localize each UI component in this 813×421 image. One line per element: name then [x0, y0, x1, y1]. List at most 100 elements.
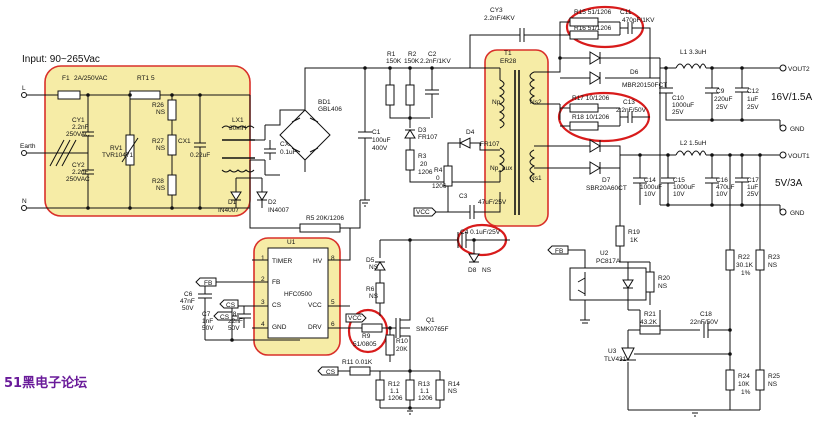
- label-R17: R17 10/1206: [572, 95, 610, 102]
- u1-pin-timer: TIMER: [272, 258, 293, 265]
- label-C8-rating: 50V: [228, 325, 240, 332]
- label-Q1-part: SMK0765F: [416, 326, 449, 333]
- winding-Ns2: Ns2: [530, 99, 542, 106]
- label-R24: R24: [738, 373, 750, 380]
- label-C10: C10: [672, 95, 684, 102]
- label-T1: T1: [504, 50, 512, 57]
- label-CY1: CY1: [72, 117, 85, 124]
- label-R14: R14: [448, 381, 460, 388]
- label-R3-value: 20: [420, 161, 428, 168]
- label-R13-value: 1.1: [420, 388, 429, 395]
- label-CX1: CX1: [178, 138, 191, 145]
- label-R16: R16 51/1206: [574, 25, 612, 32]
- label-R28-value: NS: [156, 185, 166, 192]
- u1-pin-hv: HV: [313, 258, 323, 265]
- resistor-R19: [615, 225, 625, 247]
- label-D4: D4: [466, 129, 475, 136]
- label-CX1-value: 0.22uF: [190, 152, 210, 159]
- label-R10: R10: [396, 338, 408, 345]
- u1-pinnum-5: 5: [331, 299, 335, 306]
- label-R6-value: NS: [369, 293, 379, 300]
- flag-cs-2-label: CS: [220, 314, 230, 321]
- label-R20-value: NS: [658, 283, 668, 290]
- u1-pin-vcc: VCC: [308, 302, 322, 309]
- u1-pinnum-3: 3: [261, 299, 265, 306]
- flag-fb-1-label: FB: [204, 280, 212, 287]
- diode-D8: [468, 253, 480, 263]
- winding-Ns1: Ns1: [530, 175, 542, 182]
- flag-vcc-2: [345, 313, 367, 323]
- u1-pinnum-6: 6: [331, 321, 335, 328]
- terminal-earth: [21, 150, 27, 156]
- resistor-R13: [405, 379, 415, 401]
- resistor-R26: [167, 99, 177, 121]
- terminal-N: [21, 205, 27, 211]
- label-U2-part: PC817A: [596, 258, 621, 265]
- resistor-R9: [361, 323, 383, 333]
- label-R27-value: NS: [156, 145, 166, 152]
- label-Q1: Q1: [426, 317, 435, 324]
- label-R28: R28: [152, 178, 164, 185]
- label-R25-value: NS: [768, 381, 778, 388]
- terminal-L: [21, 92, 27, 98]
- label-R20: R20: [658, 275, 670, 282]
- resistor-R27: [167, 134, 177, 156]
- label-R21-value: 43.2K: [640, 319, 658, 326]
- label-C16-value: 470uF: [716, 184, 734, 191]
- label-R13: R13: [418, 381, 430, 388]
- label-C17-value: 1uF: [747, 184, 758, 191]
- label-R12: R12: [388, 381, 400, 388]
- label-U1-part: HFC0500: [284, 291, 312, 298]
- label-R4-pkg: 1206: [432, 183, 447, 190]
- resistor-R2: [405, 84, 415, 106]
- label-D8: D8: [468, 267, 477, 274]
- flag-fb-2-label: FB: [555, 248, 563, 255]
- label-C9-value: 220uF: [714, 96, 732, 103]
- label-R26-value: NS: [156, 109, 166, 116]
- label-R9: R9: [362, 333, 371, 340]
- label-D4-value: FR107: [480, 141, 500, 148]
- label-R12-value: 1.1: [390, 388, 399, 395]
- resistor-R22: [725, 249, 735, 271]
- label-R21: R21: [644, 311, 656, 318]
- label-R26: R26: [152, 102, 164, 109]
- label-C2: C2: [428, 51, 437, 58]
- net-N: N: [22, 198, 27, 205]
- label-rating1: 16V/1.5A: [771, 92, 812, 103]
- net-L: L: [22, 85, 26, 92]
- label-C7-value: 1nF: [202, 318, 213, 325]
- label-C4: C4 0.1uF/25V: [460, 229, 501, 236]
- resistor-R11: [349, 366, 371, 376]
- fuse-F1: [57, 90, 81, 100]
- label-C10-rating: 25V: [672, 109, 684, 116]
- label-C1-value: 100uF: [372, 137, 390, 144]
- resistor-R17: [569, 103, 599, 113]
- flag-cs-3-label: CS: [326, 369, 336, 376]
- snubber-ring: [565, 5, 645, 49]
- label-C12-rating: 25V: [747, 104, 759, 111]
- flag-cs-2: [213, 311, 233, 321]
- label-gnd2: GND: [790, 210, 805, 217]
- label-C13: C13: [623, 99, 635, 106]
- label-LX1: LX1: [232, 117, 244, 124]
- resistor-R16: [569, 30, 599, 40]
- label-D7: D7: [602, 177, 611, 184]
- label-D7-value: SBR20A60CT: [586, 185, 627, 192]
- resistor-R18: [569, 121, 599, 131]
- label-C1-rating: 400V: [372, 145, 388, 152]
- resistor-R5: [299, 223, 341, 233]
- winding-Np-aux: Np_aux: [490, 165, 513, 172]
- label-U1: U1: [287, 239, 296, 246]
- label-C15-rating: 10V: [673, 191, 685, 198]
- label-R15: R15 51/1206: [574, 9, 612, 16]
- terminal-gnd2: [779, 208, 787, 216]
- label-CY1-value: 2.2nF: [72, 124, 89, 131]
- diode-D1: [230, 191, 242, 201]
- label-C16: C16: [716, 177, 728, 184]
- transformer-highlight: [484, 49, 549, 227]
- resistor-R4: [443, 165, 453, 187]
- label-C14: C14: [644, 177, 656, 184]
- label-D3: D3: [418, 127, 427, 134]
- label-R11: R11 0.01K: [342, 359, 373, 366]
- label-C12-value: 1uF: [747, 96, 758, 103]
